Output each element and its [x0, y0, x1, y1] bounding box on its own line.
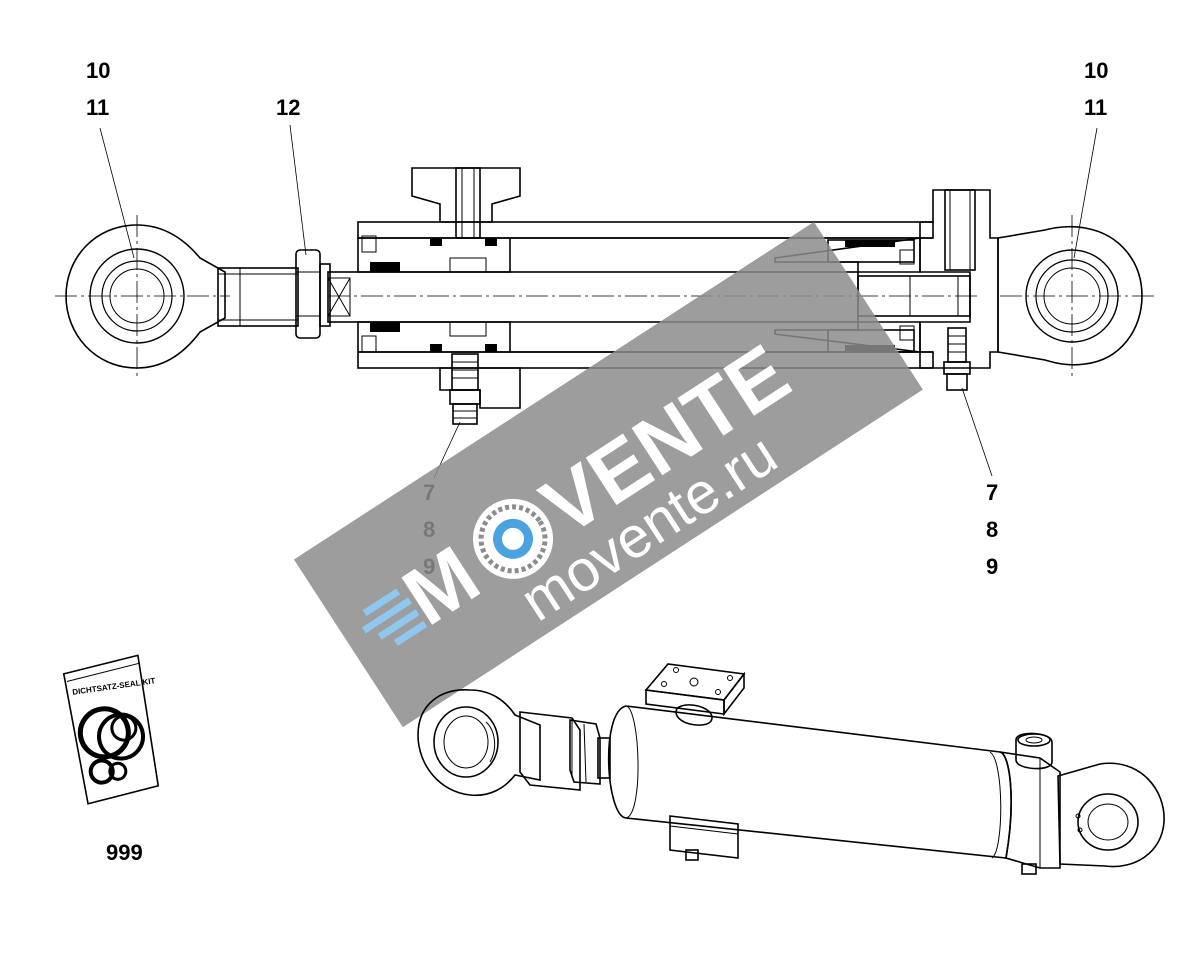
- iso-end-cap: [999, 751, 1061, 869]
- watermark-speed-lines: [361, 588, 428, 646]
- lock-nut: [295, 249, 321, 339]
- callout-left-nut: 12: [276, 95, 300, 120]
- bottom-mount-block: [439, 367, 521, 409]
- iso-bottom-mount: [669, 815, 739, 859]
- iso-cylinder-body: [607, 705, 1012, 859]
- callout-right-valve-b: 8: [986, 517, 998, 542]
- seal-kit-bag: DICHTSATZ-SEAL KIT: [62, 654, 160, 805]
- iso-lock-nut: [569, 719, 601, 785]
- left-threaded-end: [217, 267, 299, 327]
- watermark: M VENTE movente.ru: [293, 221, 923, 728]
- top-mount-block: [411, 167, 521, 223]
- callout-left-eye-top: 10: [86, 58, 110, 83]
- iso-top-mount-plate: [644, 663, 746, 701]
- left-rod-eye: [65, 224, 226, 369]
- end-cap: [919, 189, 999, 369]
- seal-rings-icon: [77, 706, 146, 785]
- left-bleed-valve: [449, 353, 481, 425]
- watermark-band: [293, 221, 923, 728]
- watermark-bearing-icon: [473, 498, 554, 579]
- callout-right-valve-c: 9: [986, 554, 998, 579]
- callout-right-eye-top: 10: [1084, 58, 1108, 83]
- right-bleed-valve: [943, 327, 971, 391]
- iso-right-eye: [1057, 762, 1165, 868]
- callout-right-valve-a: 7: [986, 480, 998, 505]
- iso-left-eye: [417, 689, 541, 797]
- callout-left-eye-bottom: 11: [86, 95, 109, 120]
- cylinder-tube-top: [357, 221, 934, 239]
- callout-right-eye-bottom: 11: [1084, 95, 1107, 120]
- isometric-view: [417, 663, 1165, 875]
- callout-seal-kit: 999: [106, 840, 143, 865]
